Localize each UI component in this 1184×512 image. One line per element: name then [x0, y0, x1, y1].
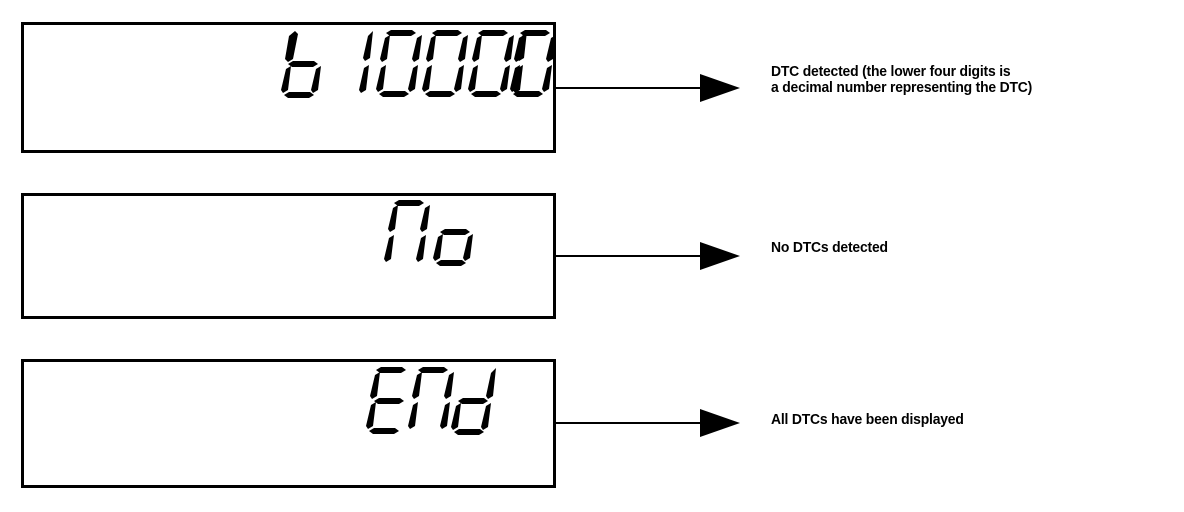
display-panel-dtc-detected: [21, 22, 556, 153]
display-panel-end-of-dtcs: [21, 359, 556, 488]
caption-end-of-dtcs: All DTCs have been displayed: [771, 412, 964, 428]
arrow-right-icon-dtc-detected: [556, 74, 740, 102]
seven-segment-readout-end: [366, 367, 496, 435]
caption-dtc-detected: DTC detected (the lower four digits is a…: [771, 64, 1033, 96]
seven-segment-readout-b1000-10: [281, 30, 554, 98]
display-panel-no-dtcs: [21, 193, 556, 319]
arrow-right-icon-end-of-dtcs: [556, 409, 740, 437]
seven-segment-readout-no: [384, 200, 473, 266]
arrow-right-icon-no-dtcs: [556, 242, 740, 270]
caption-no-dtcs: No DTCs detected: [771, 240, 888, 256]
